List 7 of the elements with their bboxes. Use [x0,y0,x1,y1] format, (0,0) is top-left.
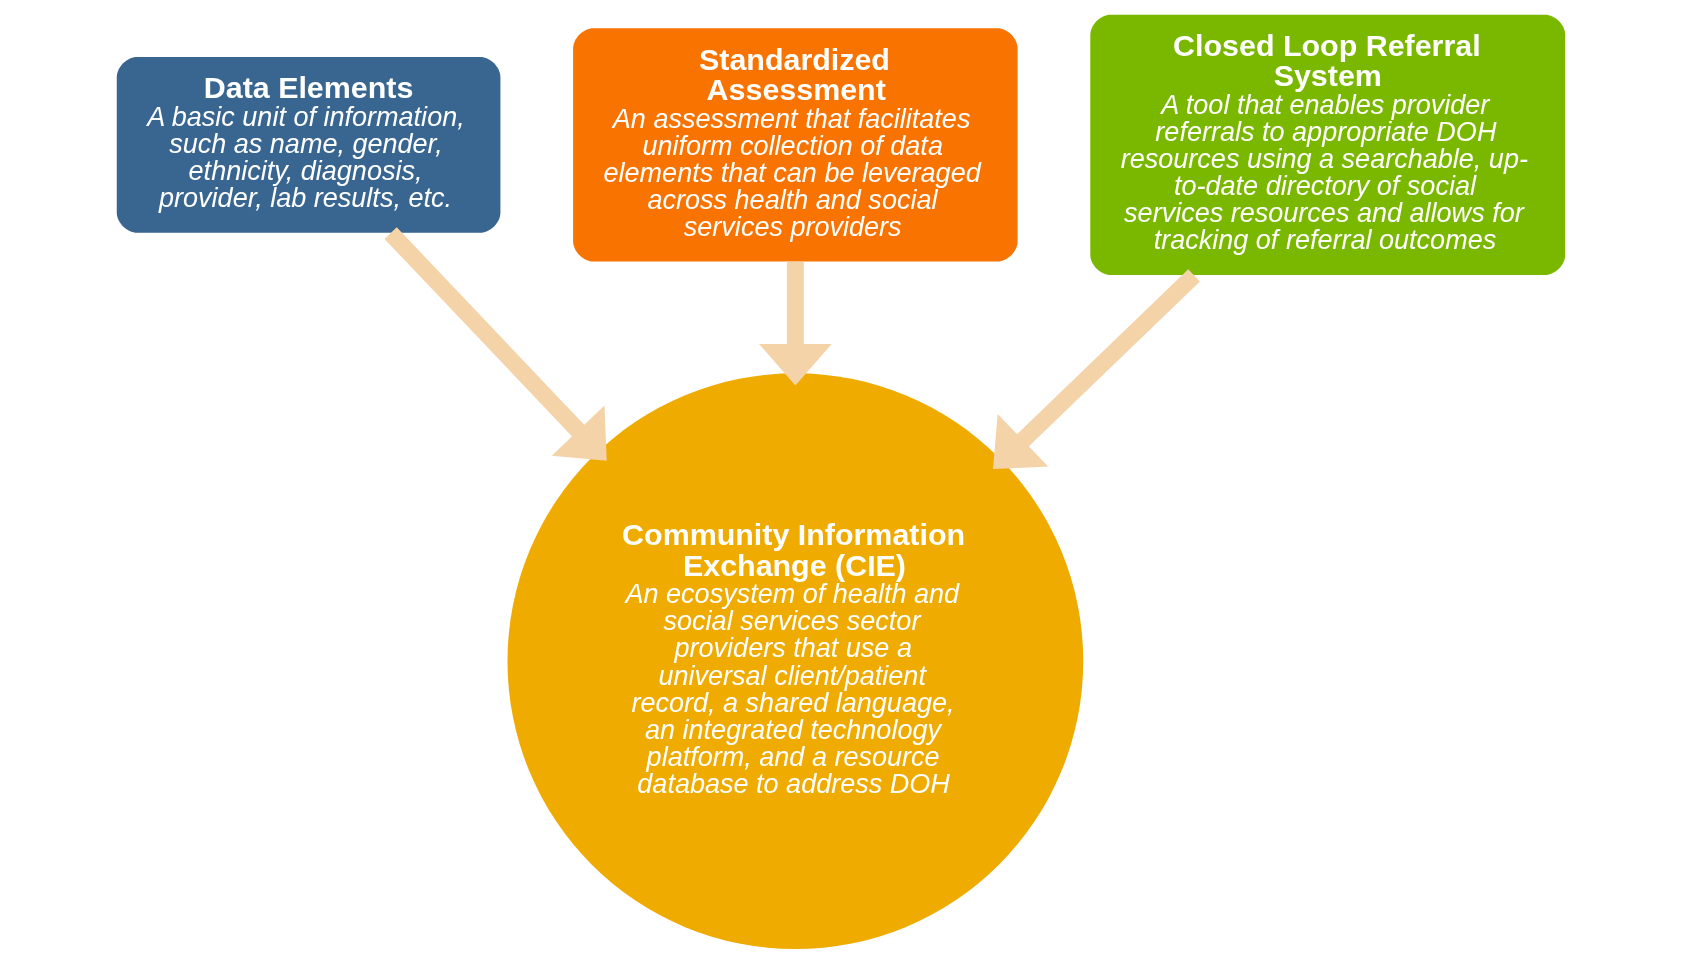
node-box: Data Elements A basic unit of information, such as name, gender, ethnicity, diagnosis, provider, lab results, etc. [116,57,500,233]
node-box: Closed Loop Referral System A tool that enables provider referrals to appropriate DOH resources using a searchable, up-to-date directory of social services resources and allows for tracking of referral outcomes [1089,14,1565,276]
arrow [384,227,607,461]
arrow [992,269,1200,470]
node-circle: Community Information Exchange (CIE) An ecosystem of health and social services sector providers that use a universal client/patient record, a shared language, an integrated technology platform, and a resource database to address DOH [507,373,1083,950]
node-box: Standardized Assessment An assessment that facilitates uniform collection of data elements that can be leveraged across health and social services providers [572,28,1018,262]
arrow [758,261,832,386]
